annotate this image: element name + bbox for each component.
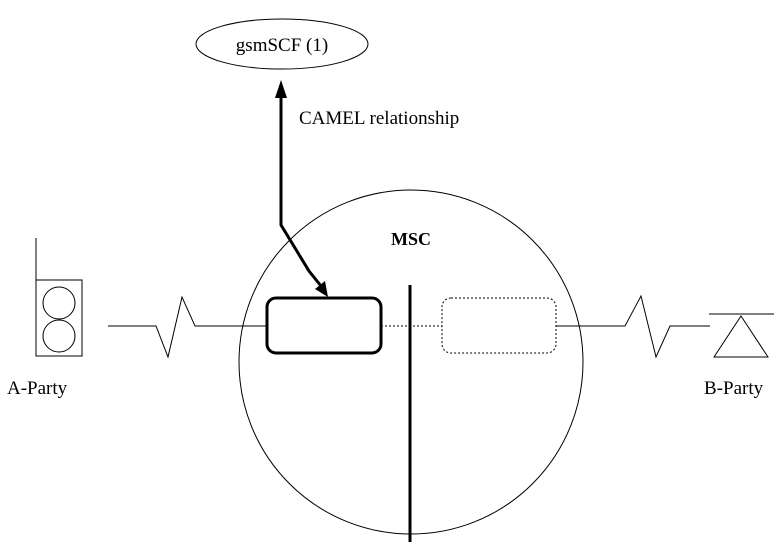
camel-relationship-label: CAMEL relationship <box>299 108 459 129</box>
a-side-call-segment <box>265 296 383 355</box>
gsmscf-ellipse <box>195 18 369 70</box>
phone-circle-bottom <box>42 319 76 353</box>
gsmscf-label: gsmSCF (1) <box>236 35 328 56</box>
arrowhead-up-icon <box>275 80 287 98</box>
camel-relationship-link: CAMEL relationship <box>275 80 459 297</box>
gsmscf-node: gsmSCF (1) <box>195 18 369 70</box>
b-side-call-segment <box>441 297 557 354</box>
a-party-label: A-Party <box>7 378 68 399</box>
a-party-link <box>108 295 267 359</box>
b-party-label: B-Party <box>704 378 764 399</box>
mobile-phone-icon <box>35 238 83 357</box>
b-party-link <box>556 294 710 359</box>
arrowhead-down-icon <box>315 281 328 297</box>
msc-label: MSC <box>391 229 431 249</box>
phone-circle-top <box>42 286 76 320</box>
a-party-radio-link-icon <box>108 295 267 359</box>
camel-relationship-line <box>279 97 323 287</box>
terminal-triangle <box>713 315 769 358</box>
b-party-radio-link-icon <box>556 294 710 359</box>
phone-body <box>35 279 83 357</box>
fixed-terminal-icon <box>709 313 774 358</box>
